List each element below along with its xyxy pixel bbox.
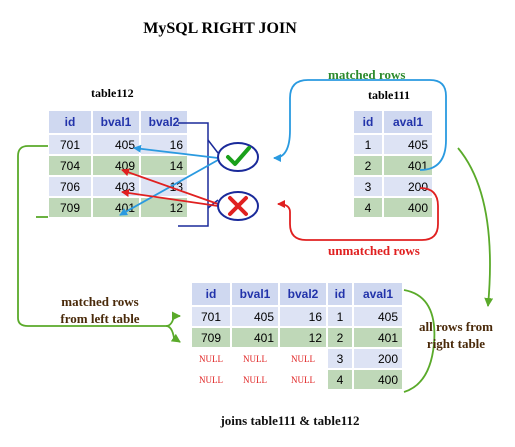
result-header: bval1 — [232, 283, 278, 305]
diagram-title: MySQL RIGHT JOIN — [143, 20, 297, 37]
null-cell: NULL — [243, 374, 267, 385]
table112-header: bval2 — [141, 111, 187, 133]
table-row: 1 405 — [354, 135, 432, 154]
table-row: 701 405 16 1 405 — [192, 307, 402, 326]
matched-left-label-line-2: from left table — [60, 311, 140, 326]
table-cell: 2 — [354, 156, 382, 175]
all-right-label: all rows from right table — [404, 318, 508, 352]
match-arrow — [133, 144, 219, 159]
result-header-row: id bval1 bval2 id aval1 — [192, 283, 402, 305]
table-cell: 3 — [328, 349, 352, 368]
unmatch-arrow — [121, 189, 219, 207]
table-cell: 701 — [192, 307, 230, 326]
table-cell: 1 — [354, 135, 382, 154]
result-header: id — [328, 283, 352, 305]
matched-rows-line — [273, 79, 447, 171]
table-cell: 405 — [354, 307, 402, 326]
table-cell: 12 — [141, 198, 187, 217]
table-cell: 405 — [93, 135, 139, 154]
matched-left-label: matched rows from left table — [40, 293, 160, 327]
table-cell: 14 — [141, 156, 187, 175]
unmatched-rows-line — [277, 187, 439, 241]
result-header: id — [192, 283, 230, 305]
table-row: 709 401 12 — [49, 198, 187, 217]
cross-icon — [217, 191, 259, 221]
table112: id bval1 bval2 701 405 16 704 409 14 706… — [47, 109, 189, 219]
all-right-flow-line — [457, 147, 494, 307]
table-cell: 4 — [354, 198, 382, 217]
null-cell: NULL — [199, 353, 223, 364]
null-cell: NULL — [199, 374, 223, 385]
table-row: 4 400 — [354, 198, 432, 217]
table-cell: 405 — [232, 307, 278, 326]
matched-left-arrow — [165, 325, 181, 343]
table-row: 2 401 — [354, 156, 432, 175]
table111-header: aval1 — [384, 111, 432, 133]
table-row: 709 401 12 2 401 — [192, 328, 402, 347]
table-cell: 1 — [328, 307, 352, 326]
bracket-line — [207, 139, 219, 154]
table-row: NULL NULL NULL 4 400 — [192, 370, 402, 389]
bracket-line — [178, 122, 209, 227]
table-cell: 701 — [49, 135, 91, 154]
bracket-line — [207, 199, 219, 209]
table-cell: 200 — [354, 349, 402, 368]
result-header: bval2 — [280, 283, 326, 305]
matched-left-flow-line — [17, 145, 166, 327]
table111-header: id — [354, 111, 382, 133]
table-cell: 3 — [354, 177, 382, 196]
matched-left-arrow — [165, 311, 181, 327]
table112-header: bval1 — [93, 111, 139, 133]
table-cell: 401 — [232, 328, 278, 347]
table-cell: 16 — [141, 135, 187, 154]
all-right-label-line-1: all rows from — [419, 319, 493, 334]
table112-header: id — [49, 111, 91, 133]
table112-header-row: id bval1 bval2 — [49, 111, 187, 133]
table111-header-row: id aval1 — [354, 111, 432, 133]
result-brace — [403, 289, 436, 393]
table-cell: 709 — [192, 328, 230, 347]
table-cell: 16 — [280, 307, 326, 326]
result-header: aval1 — [354, 283, 402, 305]
table-cell: 401 — [354, 328, 402, 347]
check-icon — [217, 142, 259, 172]
null-cell: NULL — [291, 353, 315, 364]
all-right-label-line-2: right table — [426, 336, 486, 351]
null-cell: NULL — [291, 374, 315, 385]
table-cell: 704 — [49, 156, 91, 175]
matched-left-label-line-1: matched rows — [61, 294, 139, 309]
footer-label: joins table111 & table112 — [220, 413, 360, 428]
null-cell: NULL — [243, 353, 267, 364]
table111-name: table111 — [368, 88, 411, 102]
table-cell: 706 — [49, 177, 91, 196]
table-cell: 4 — [328, 370, 352, 389]
result-table: id bval1 bval2 id aval1 701 405 16 1 405… — [190, 281, 404, 391]
table-cell: 400 — [354, 370, 402, 389]
table-cell: 12 — [280, 328, 326, 347]
unmatched-rows-label: unmatched rows — [328, 243, 420, 258]
table-cell: 405 — [384, 135, 432, 154]
table-cell: 400 — [384, 198, 432, 217]
table-row: NULL NULL NULL 3 200 — [192, 349, 402, 368]
table112-name: table112 — [91, 86, 134, 100]
matched-rows-label: matched rows — [328, 67, 406, 82]
table-row: 3 200 — [354, 177, 432, 196]
table-row: 701 405 16 — [49, 135, 187, 154]
table-cell: 2 — [328, 328, 352, 347]
table111: id aval1 1 405 2 401 3 200 4 400 — [352, 109, 434, 219]
table-cell: 200 — [384, 177, 432, 196]
table-cell: 709 — [49, 198, 91, 217]
unmatch-arrow — [121, 168, 219, 205]
